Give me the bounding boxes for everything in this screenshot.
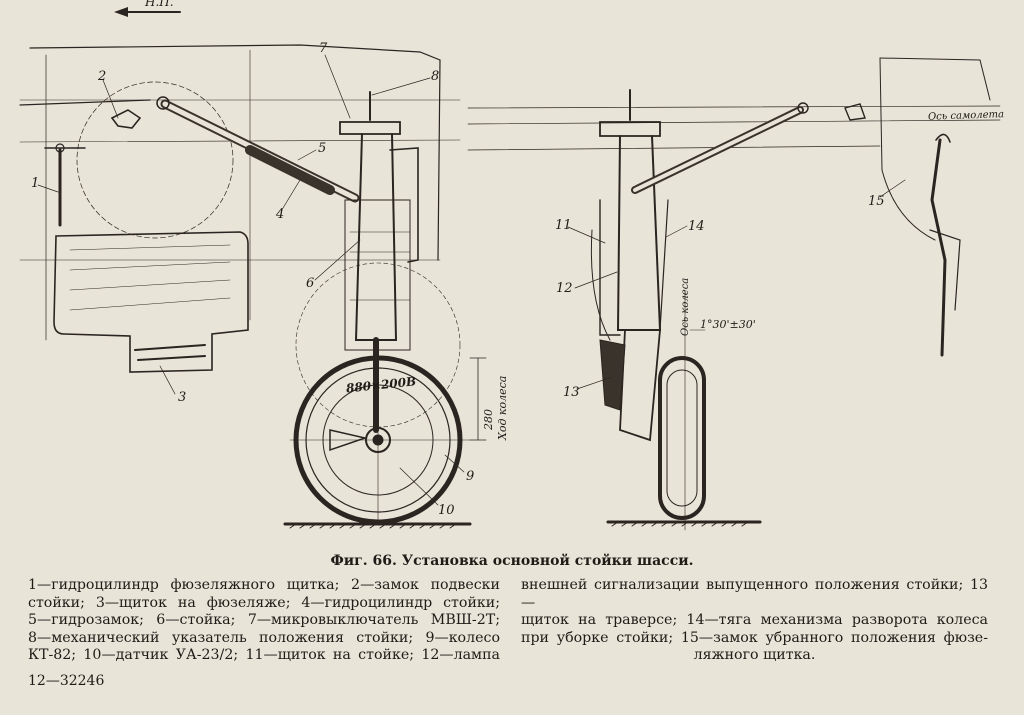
flap-cylinder (44, 143, 86, 227)
direction-arrow-icon (114, 7, 181, 17)
callout-14: 14 (688, 219, 705, 234)
legend-line: стойки; 3—щиток на фюзеляже; 4—гидроцили… (28, 594, 500, 611)
stroke-dimension-line (469, 357, 487, 441)
callout-2: 2 (97, 69, 106, 84)
tilt-angle: 1°30'±30' (700, 318, 756, 331)
callout-11: 11 (555, 218, 572, 233)
direction-label: Н.П. (144, 0, 174, 9)
wheel-side (658, 289, 706, 531)
landing-gear-drawing: Н.П. 1 2 3 4 5 6 7 8 9 10 11 12 13 14 15… (19, 0, 1004, 531)
ground-left (283, 522, 472, 529)
callout-8: 8 (431, 69, 439, 84)
side-view-lines (467, 57, 1001, 241)
callout-10: 10 (438, 503, 455, 518)
callout-12: 12 (556, 281, 573, 296)
suspension-lock (110, 109, 142, 129)
callout-15: 15 (868, 194, 885, 209)
stroke-label: Ход колеса (496, 376, 509, 441)
wheel-axis-label: Ось колеса (680, 278, 691, 336)
legend-line: 8—механический указатель положения стойк… (28, 629, 500, 646)
leader-lines (37, 54, 906, 506)
stroke-dimension: 280 (482, 409, 495, 431)
callout-6: 6 (306, 276, 314, 291)
legend-right: внешней сигнализации выпущенного положен… (521, 577, 988, 665)
ground-right (606, 520, 762, 527)
legend-line: при уборке стойки; 15—замок убранного по… (521, 629, 988, 646)
callout-7: 7 (319, 41, 328, 56)
flap-lock-retracted (844, 103, 961, 357)
legend-left: 1—гидроцилиндр фюзеляжного щитка; 2—замо… (28, 577, 500, 665)
gear-cylinder (156, 96, 360, 203)
legend-line: ляжного щитка. (693, 647, 816, 664)
aircraft-axis-label: Ось самолета (928, 109, 1004, 123)
callout-13: 13 (563, 385, 580, 400)
callout-1: 1 (31, 176, 39, 191)
wheel-front (289, 262, 471, 526)
figure-caption: Фиг. 66. Установка основной стойки шасси… (330, 553, 694, 569)
callout-5: 5 (318, 141, 326, 156)
legend-line: 1—гидроцилиндр фюзеляжного щитка; 2—замо… (28, 577, 500, 593)
callout-3: 3 (178, 390, 186, 405)
callout-9: 9 (466, 469, 474, 484)
page-number: 12—32246 (28, 673, 105, 689)
callout-4: 4 (275, 207, 284, 222)
fuselage-flap (53, 231, 249, 373)
legend-line: щиток на траверсе; 14—тяга механизма раз… (521, 612, 988, 629)
legend-line: 5—гидрозамок; 6—стойка; 7—микровыключате… (28, 612, 500, 629)
legend-line: внешней сигнализации выпущенного положен… (521, 577, 988, 611)
legend-line: КТ-82; 10—датчик УА-23/2; 11—щиток на ст… (28, 647, 500, 664)
main-strut-side (590, 89, 809, 442)
